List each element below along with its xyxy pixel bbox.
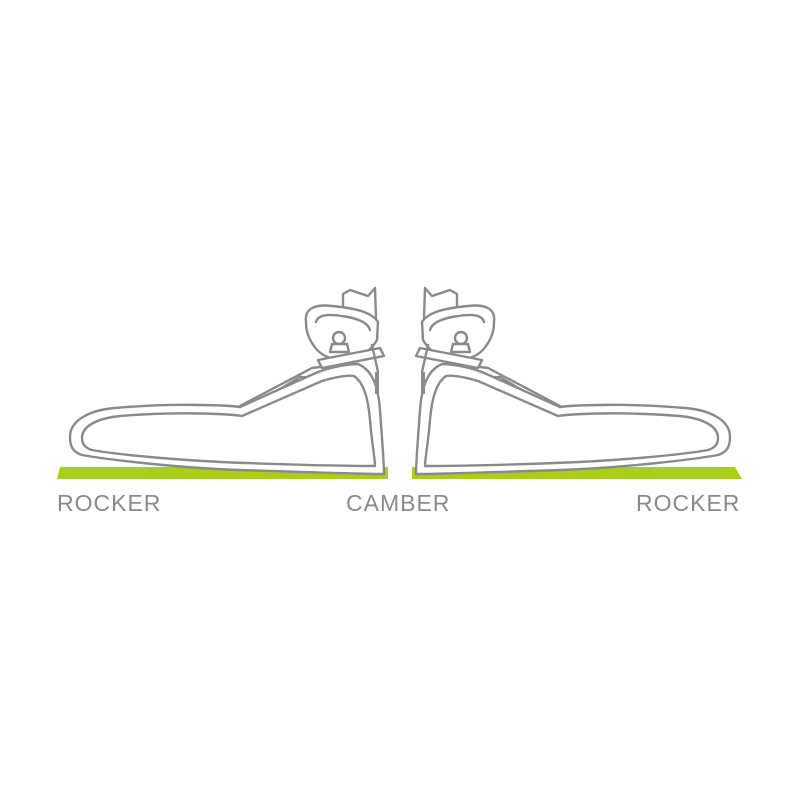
left-binding-knob [331,330,347,346]
right-binding-inner [428,313,486,332]
label-rocker-left: ROCKER [57,490,162,516]
label-rocker-right: ROCKER [636,490,741,516]
left-ratchet-cable [370,343,380,374]
left-ratchet-tip [375,372,379,394]
left-binding-inner [314,313,372,332]
left-board-outer [68,362,386,476]
ground-line [57,467,742,479]
left-board-inner [80,374,377,468]
right-boot-half [414,286,732,476]
right-binding-knob-base [449,342,472,354]
right-ratchet-cable [420,343,430,374]
right-baseplate [414,346,484,370]
right-ratchet-tip [421,372,425,394]
left-binding-knob-base [328,342,351,354]
right-binding-knob [453,330,469,346]
label-camber: CAMBER [346,490,451,516]
right-board-outer [414,362,732,476]
left-boot-half [68,286,386,476]
right-board-inner [423,374,720,468]
left-baseplate [316,346,386,370]
